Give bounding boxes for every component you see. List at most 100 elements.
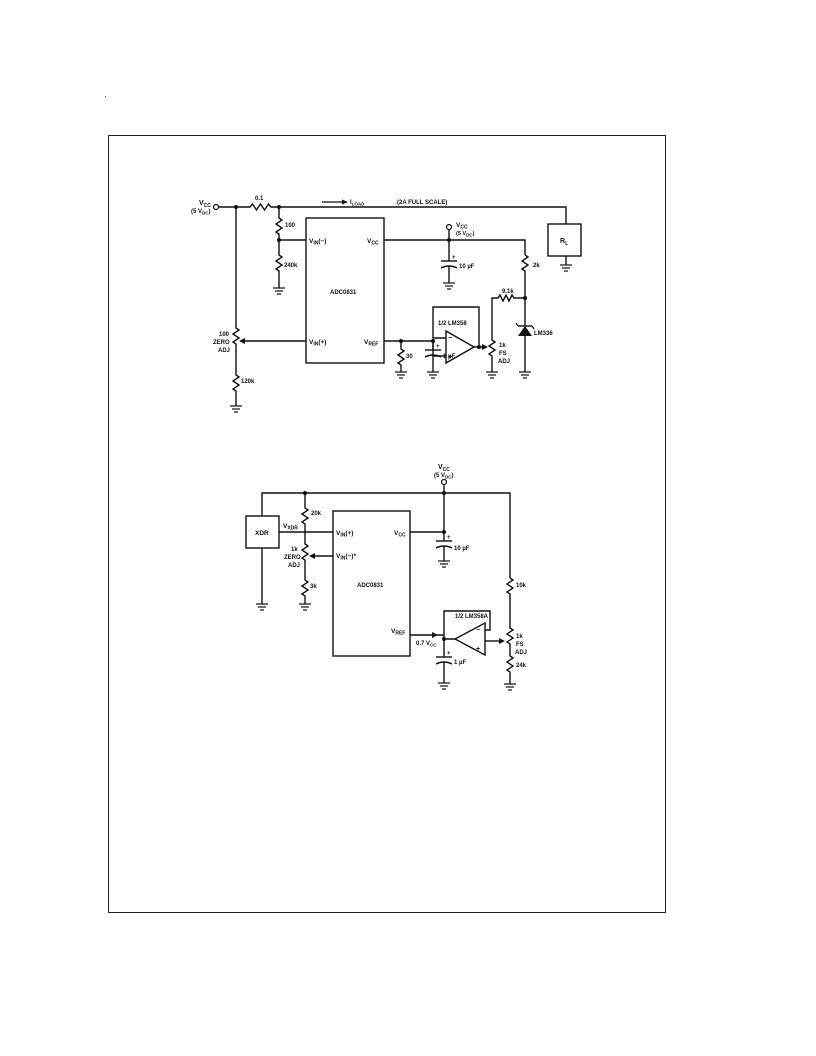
- d2-ground: [437, 682, 451, 690]
- d2-vref-pin: VREF: [391, 628, 405, 637]
- d1-r240k: [274, 240, 284, 288]
- d1-rsense-label: 0.1: [255, 196, 264, 202]
- d1-arrowhead: [342, 199, 348, 205]
- d2-adc-chip: [332, 510, 411, 657]
- d1-vcc2-value: (5 VDC): [456, 231, 475, 238]
- d2-chip-label: ADC0831: [357, 583, 384, 589]
- d1-fs-value: 1k: [499, 343, 506, 349]
- d2-fs-label: FS: [516, 642, 524, 648]
- d1-opamp-output-arrow: [482, 344, 488, 350]
- d1-iload-label: ILOAD: [350, 200, 365, 207]
- d1-zero-label: ZERO: [213, 340, 230, 346]
- d2-cap1-label: 1 µF: [454, 660, 466, 666]
- d2-ground: [437, 560, 451, 568]
- d2-r3k-label: 3k: [310, 584, 317, 590]
- d1-opamp: [445, 329, 476, 365]
- d1-chip-label: ADC0831: [330, 290, 357, 296]
- d1-opamp-plus: +: [448, 354, 452, 361]
- d2-vcc-pin: VCC: [394, 530, 406, 539]
- d2-fs-wiper-arrow: [499, 638, 505, 644]
- d2-opamp-plus: +: [476, 646, 480, 653]
- d2-vin-plus-pin: VIN(+): [336, 530, 353, 539]
- d2-top-rail: [261, 492, 511, 578]
- d2-vcc-label: VCC: [438, 464, 450, 473]
- d1-node: [477, 345, 481, 349]
- d1-ground: [485, 371, 499, 379]
- d1-cap1-plus: +: [436, 344, 440, 350]
- d2-node: [442, 530, 446, 534]
- d1-full-scale-label: (2A FULL SCALE): [397, 200, 447, 206]
- d1-cap1-label: 1 µF: [443, 354, 455, 360]
- d1-ground: [518, 371, 532, 379]
- d1-vin-minus-pin: VIN(−): [309, 238, 326, 247]
- d2-divider: [300, 493, 310, 604]
- page-speck: [105, 96, 106, 97]
- d1-r2k-label: 2k: [533, 263, 540, 269]
- d1-r91k-label: 9.1k: [502, 289, 514, 295]
- d1-r240k-label: 240k: [284, 263, 298, 269]
- d1-zero-value: 100: [219, 332, 230, 338]
- d2-zero-adj: ADJ: [288, 563, 300, 569]
- d1-zero-adj: ADJ: [218, 348, 230, 354]
- d1-vcc-pin: VCC: [367, 238, 379, 247]
- d1-fs-adj: ADJ: [498, 359, 510, 365]
- d1-feedback: [432, 306, 480, 347]
- d2-vcc-terminal: [440, 478, 448, 486]
- d2-r20k-label: 20k: [311, 511, 322, 517]
- d1-rl-label: RL: [560, 238, 568, 247]
- d2-vref-level: 0.7 VCC: [416, 641, 437, 648]
- d1-ground: [559, 264, 573, 272]
- figure-frame: [108, 135, 666, 913]
- d2-vcc-value: (5 VDC): [434, 473, 454, 480]
- d2-wiper-arrow: [309, 553, 315, 559]
- d1-lm336-diode: [518, 326, 532, 336]
- d1-lm336-label: LM336: [534, 331, 553, 337]
- d2-r10k-label: 10k: [516, 583, 527, 589]
- d1-load-resistor: [547, 223, 582, 257]
- d2-r24k-label: 24k: [516, 663, 527, 669]
- d2-ground: [503, 683, 517, 691]
- circuit-1: VCC (5 VDC) 0.1 ILOAD (2A FULL SCALE) RL…: [191, 196, 582, 413]
- d2-vxdr-label: VXDR: [283, 523, 298, 532]
- d2-vin-minus-pin: VIN(−)*: [336, 553, 356, 562]
- d2-vref-arrow: [432, 632, 438, 638]
- d1-r91k: [491, 293, 525, 312]
- d1-vcc-value: (5 VDC): [191, 209, 211, 216]
- d1-ground: [229, 405, 243, 413]
- d1-fs-label: FS: [499, 351, 507, 357]
- d1-vcc2-label: VCC: [456, 222, 468, 231]
- d1-ground: [394, 371, 408, 379]
- circuit-2: VCC (5 VDC) XDR VXDR 20k 1k ZERO ADJ 3k …: [245, 464, 527, 691]
- d2-opamp-minus: −: [476, 627, 480, 634]
- d1-cap10-plus: +: [452, 255, 456, 261]
- d1-vref-pin: VREF: [364, 339, 378, 348]
- d1-r30-label: 30: [406, 354, 413, 360]
- d1-vcc-terminal: [212, 203, 220, 211]
- d1-r30: [396, 341, 406, 372]
- d1-wiper-arrow: [239, 338, 245, 344]
- d2-zero-value: 1k: [291, 547, 298, 553]
- d1-r2k: [520, 254, 530, 298]
- d2-cap1-plus: +: [447, 651, 451, 657]
- d1-vcc-label: VCC: [199, 200, 211, 209]
- d2-ground: [255, 603, 269, 611]
- d2-ground: [298, 603, 312, 611]
- d2-opamp-label: 1/2 LM358A: [455, 614, 489, 620]
- d2-opamp: [453, 621, 486, 657]
- d2-cap10-label: 10 µF: [454, 546, 470, 552]
- d1-r120k-label: 120k: [241, 379, 255, 385]
- d1-ground: [442, 282, 456, 290]
- d2-fs-chain: [505, 577, 515, 684]
- d2-cap10-plus: +: [447, 535, 451, 541]
- d1-node: [447, 238, 451, 242]
- d1-vcc2-terminal: [445, 223, 453, 231]
- d1-fs-pot: [487, 312, 497, 372]
- d2-xdr-label: XDR: [255, 530, 269, 537]
- d1-opamp-label: 1/2 LM358: [438, 321, 467, 327]
- d2-fs-adj: ADJ: [515, 650, 527, 656]
- d1-cap10-label: 10 µF: [459, 264, 475, 270]
- d2-fs-value: 1k: [516, 634, 523, 640]
- d1-opamp-minus: −: [448, 335, 452, 342]
- d1-vin-plus-pin: VIN(+): [309, 339, 326, 348]
